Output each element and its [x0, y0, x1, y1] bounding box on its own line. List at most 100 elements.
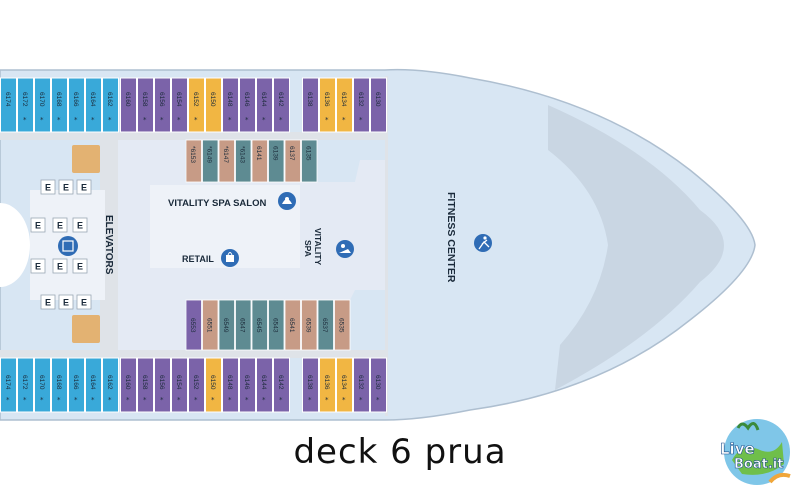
cabin-number: 6160	[124, 375, 131, 390]
cabin-number: 6142	[277, 92, 284, 107]
cabin-6149	[202, 139, 219, 183]
cabin-number: 6162	[106, 92, 113, 107]
cabin-number: 6134	[340, 92, 347, 107]
star-mark: *	[262, 116, 266, 124]
star-mark: *	[245, 396, 249, 404]
cabin-number: 6170	[38, 375, 45, 390]
elevator-box	[30, 217, 46, 233]
elevator-box	[76, 294, 92, 310]
cabin-number: 6172	[21, 92, 28, 107]
cabin-number: 6156	[158, 92, 165, 107]
star-mark: *	[57, 396, 61, 404]
cabin-number: 6166	[72, 92, 79, 107]
cabin-number: 6168	[55, 92, 62, 107]
cabin-number: 6537	[321, 318, 328, 333]
cabin-number: 6148	[226, 375, 233, 390]
cabin-6541	[284, 299, 301, 351]
label-vitality-spa-salon: VITALITY SPA SALON	[168, 198, 266, 209]
cabin-6551	[202, 299, 219, 351]
cabin-6164	[85, 77, 102, 133]
atrium-void	[0, 203, 30, 287]
fitness-icon	[474, 234, 492, 252]
caption: deck 6 prua	[293, 432, 507, 472]
cabin-6132	[353, 357, 370, 413]
elevator-mark: E	[81, 183, 87, 193]
star-mark: *	[23, 396, 27, 404]
star-mark: *	[228, 116, 232, 124]
cabin-6162	[102, 77, 119, 133]
cabin-number: *6149	[206, 146, 213, 163]
cabin-6170	[34, 77, 51, 133]
elevator-mark: E	[57, 221, 63, 231]
label-vitality-spa-line1: VITALITY	[313, 228, 323, 265]
star-mark: *	[342, 116, 346, 124]
cabin-6146	[239, 77, 256, 133]
cabin-6130	[370, 357, 387, 413]
cabin-6134	[336, 357, 353, 413]
cabin-number: 6136	[323, 92, 330, 107]
cabin-number: 6154	[175, 375, 182, 390]
cabin-number: 6142	[277, 375, 284, 390]
label-fitness-center: FITNESS CENTER	[445, 192, 457, 283]
cabin-6148	[222, 77, 239, 133]
stair-bottom	[72, 315, 100, 343]
cabin-number: 6130	[374, 375, 381, 390]
cabin-6141	[251, 139, 268, 183]
cabin-6537	[317, 299, 334, 351]
cabin-6156	[154, 357, 171, 413]
cabin-number: 6154	[175, 92, 182, 107]
cabin-number: 6174	[4, 375, 11, 390]
cabin-row-bottom: 6174*6172*6170*6168*6166*6164*6162*6160*…	[0, 357, 387, 413]
cabin-6172	[17, 77, 34, 133]
cabin-6162	[102, 357, 119, 413]
star-mark: *	[108, 396, 112, 404]
spa-lounge	[150, 185, 300, 268]
star-mark: *	[325, 396, 329, 404]
cabin-6160	[120, 357, 137, 413]
cabin-6132	[353, 77, 370, 133]
star-mark: *	[74, 116, 78, 124]
elevator-mark: E	[81, 298, 87, 308]
cabin-number: 6164	[89, 375, 96, 390]
elevator-mark: E	[35, 221, 41, 231]
cabin-number: 6539	[305, 318, 312, 333]
cabin-6143	[235, 139, 252, 183]
cabin-6174	[0, 77, 17, 133]
cabin-6135	[301, 139, 318, 183]
cabin-number: 6138	[306, 375, 313, 390]
cabin-number: 6144	[260, 92, 267, 107]
cabin-number: 6136	[323, 375, 330, 390]
cabin-number: 6160	[124, 92, 131, 107]
cabin-number: 6553	[189, 318, 196, 333]
star-mark: *	[177, 116, 181, 124]
cabin-6137	[284, 139, 301, 183]
cabin-number: 6132	[357, 375, 364, 390]
star-mark: *	[376, 396, 380, 404]
star-mark: *	[177, 396, 181, 404]
elevator-box	[72, 258, 88, 274]
cabin-number: 6547	[239, 318, 246, 333]
cabin-number: 6144	[260, 375, 267, 390]
elevator-box	[40, 179, 56, 195]
cabin-number: 6148	[226, 92, 233, 107]
star-mark: *	[194, 396, 198, 404]
cabin-6152	[188, 77, 205, 133]
cabin-number: 6174	[4, 92, 11, 107]
cabin-6136	[319, 77, 336, 133]
elevator-mark: E	[77, 221, 83, 231]
cabin-6138	[302, 77, 319, 133]
cabin-number: 6135	[305, 146, 312, 161]
star-mark: *	[74, 396, 78, 404]
cabin-number: *6153	[189, 146, 196, 163]
shopping-bag-icon	[221, 249, 239, 267]
cabin-6547	[235, 299, 252, 351]
star-mark: *	[40, 396, 44, 404]
cabin-6148	[222, 357, 239, 413]
cabin-number: 6152	[192, 92, 199, 107]
cabin-6164	[85, 357, 102, 413]
cabin-6147	[218, 139, 235, 183]
star-mark: *	[143, 396, 147, 404]
cabin-6553	[185, 299, 202, 351]
star-mark: *	[126, 396, 130, 404]
